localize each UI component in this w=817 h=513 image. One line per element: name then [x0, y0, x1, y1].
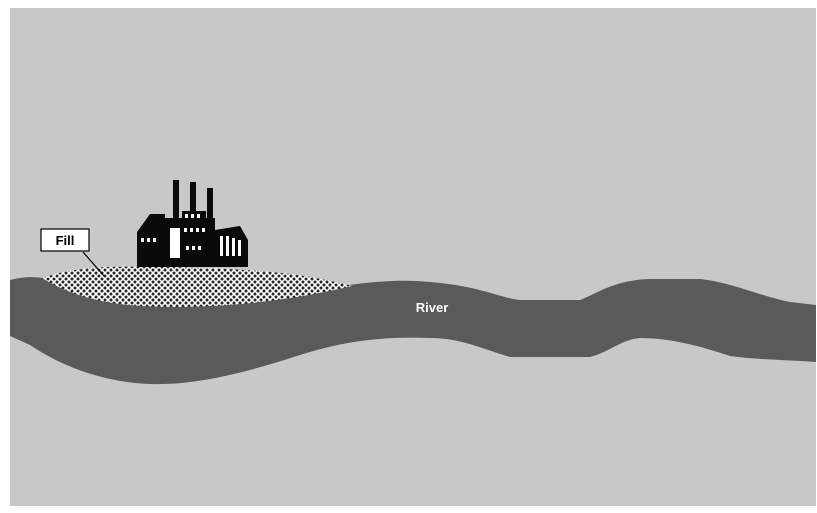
river-label: River [416, 300, 449, 315]
fill-label: Fill [56, 233, 75, 248]
background-panel [10, 8, 816, 506]
